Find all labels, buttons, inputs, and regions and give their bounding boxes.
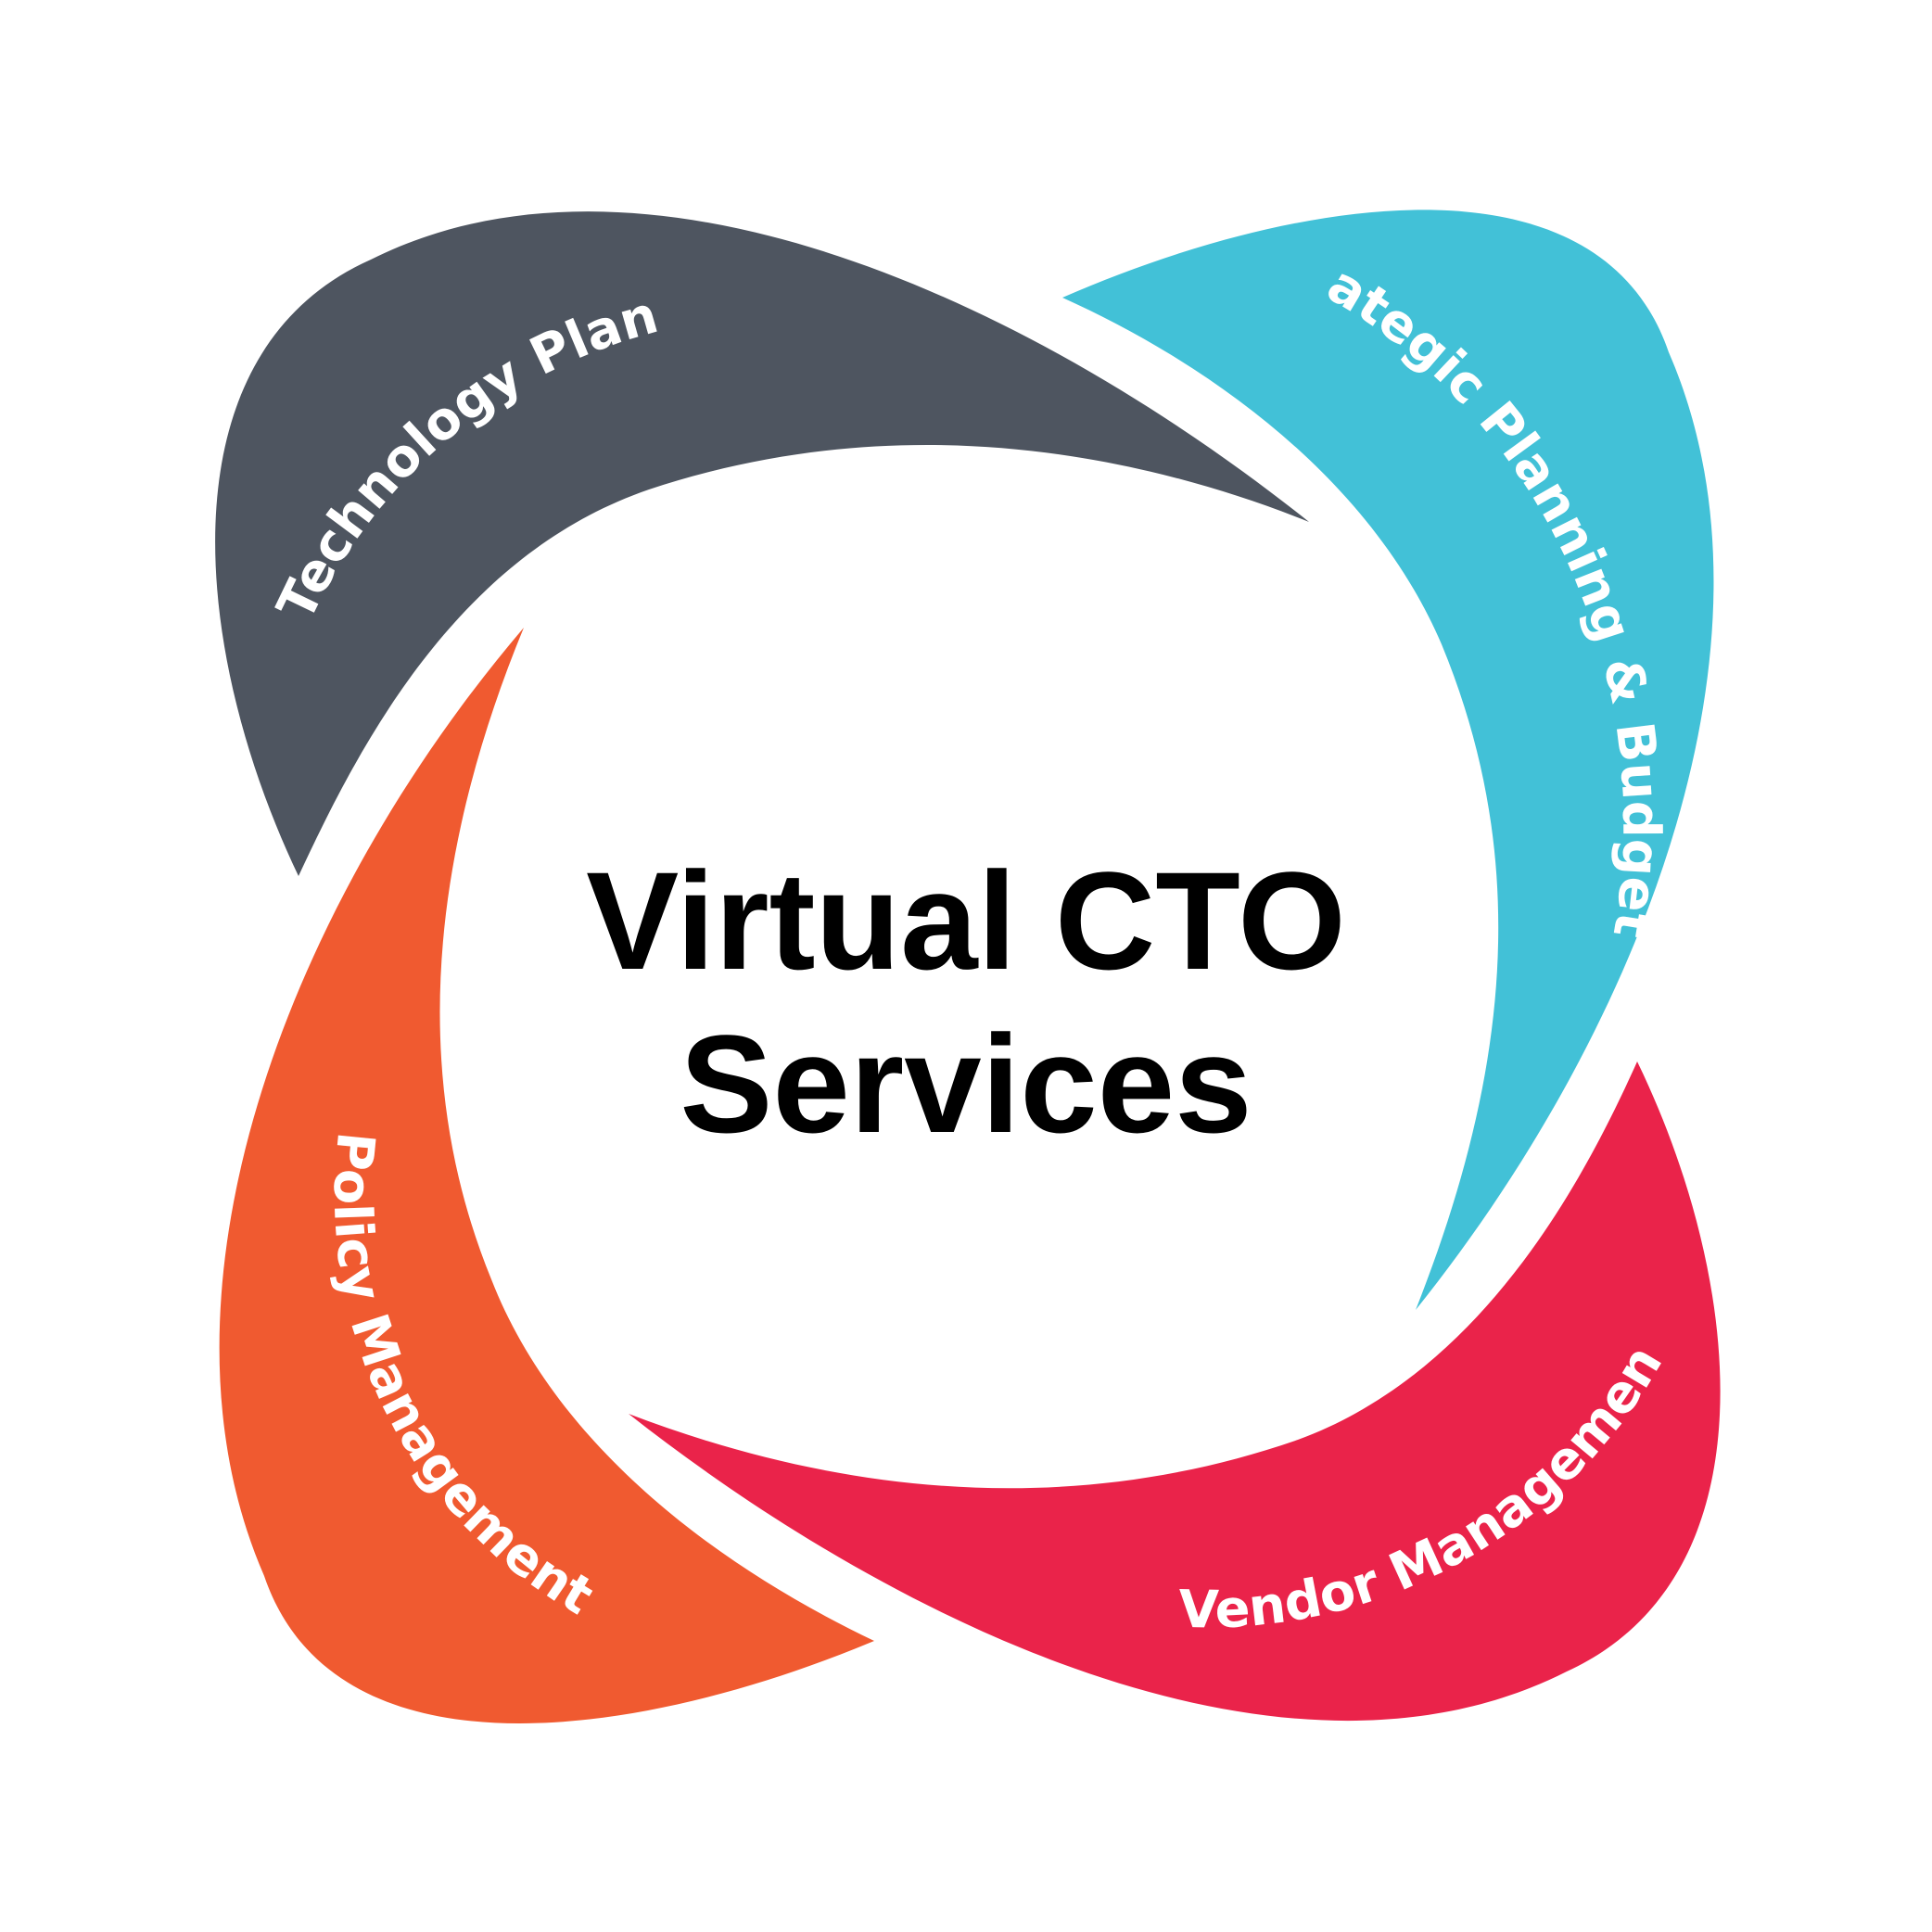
title-line-2: Services	[680, 1006, 1252, 1162]
diagram-title: Virtual CTO Services	[502, 839, 1430, 1165]
petal-technology-plan	[215, 211, 1309, 877]
title-line-1: Virtual CTO	[586, 843, 1346, 998]
petal-vendor-management	[629, 1061, 1721, 1722]
petal-strategic-planning	[1062, 210, 1714, 1310]
petal-policy-management	[219, 628, 875, 1724]
